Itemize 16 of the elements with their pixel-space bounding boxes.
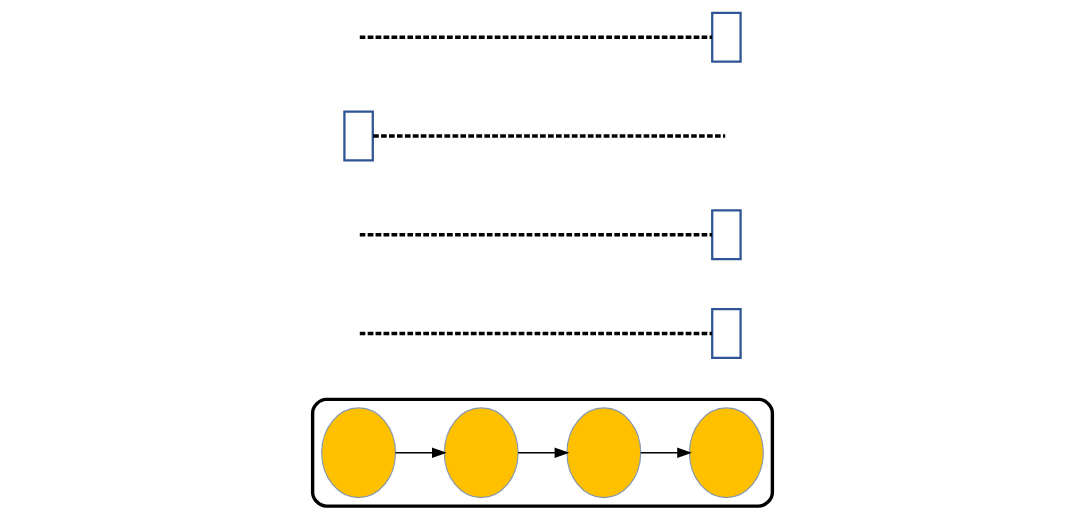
connector [359, 35, 712, 39]
cluster [310, 397, 775, 508]
node-ellipse [688, 407, 764, 499]
connector [373, 134, 726, 138]
arrow [517, 447, 570, 458]
node-box [711, 11, 742, 63]
arrow [394, 447, 447, 458]
node-box [343, 110, 374, 162]
node-ellipse [443, 407, 519, 499]
arrow [639, 447, 692, 458]
connector [359, 233, 712, 237]
node-box [711, 308, 742, 360]
node-box [711, 209, 742, 261]
node-ellipse [321, 407, 397, 499]
connector [359, 331, 712, 336]
node-ellipse [566, 407, 642, 499]
